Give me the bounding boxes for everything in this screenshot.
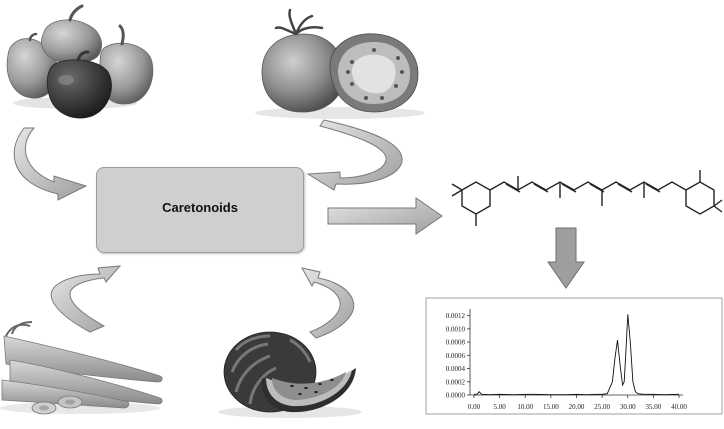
curved-arrow-bottom-left bbox=[50, 265, 122, 333]
carrots-icon bbox=[0, 321, 163, 415]
x-tick-label: 25.00 bbox=[594, 403, 610, 411]
x-tick-label: 30.00 bbox=[620, 403, 636, 411]
y-tick-label: 0.0012 bbox=[446, 312, 466, 320]
curved-arrow-top-right bbox=[306, 119, 403, 191]
carotenoids-label: Caretonoids bbox=[162, 200, 238, 215]
lycopene-structure bbox=[451, 170, 723, 226]
y-tick-label: 0.0002 bbox=[446, 378, 466, 386]
chromatogram-chart: 0.0000 0.0002 0.0004 0.0006 0.0008 0.0010 0.00… bbox=[425, 297, 723, 415]
straight-arrow-down bbox=[547, 227, 585, 289]
y-tick-label: 0.0008 bbox=[446, 339, 466, 347]
curved-arrow-top-left bbox=[13, 127, 88, 201]
y-tick-label: 0.0010 bbox=[446, 325, 466, 333]
y-tick-label: 0.0004 bbox=[446, 365, 466, 373]
x-tick-label: 40.00 bbox=[671, 403, 687, 411]
y-tick-label: 0.0000 bbox=[446, 392, 466, 400]
tomato-icon bbox=[255, 8, 425, 119]
x-tick-label: 35.00 bbox=[646, 403, 662, 411]
x-tick-label: 20.00 bbox=[569, 403, 585, 411]
carotenoids-box: Caretonoids bbox=[96, 167, 304, 253]
y-tick-label: 0.0006 bbox=[446, 352, 466, 360]
x-tick-label: 10.00 bbox=[517, 403, 533, 411]
x-tick-label: 15.00 bbox=[543, 403, 559, 411]
watermelon-icon bbox=[218, 331, 362, 418]
x-tick-label: 0.00 bbox=[468, 403, 481, 411]
curved-arrow-bottom-right bbox=[301, 267, 355, 339]
bell-peppers-icon bbox=[6, 4, 154, 119]
straight-arrow-right bbox=[327, 197, 443, 235]
series-line bbox=[474, 314, 680, 396]
x-tick-label: 5.00 bbox=[494, 403, 507, 411]
